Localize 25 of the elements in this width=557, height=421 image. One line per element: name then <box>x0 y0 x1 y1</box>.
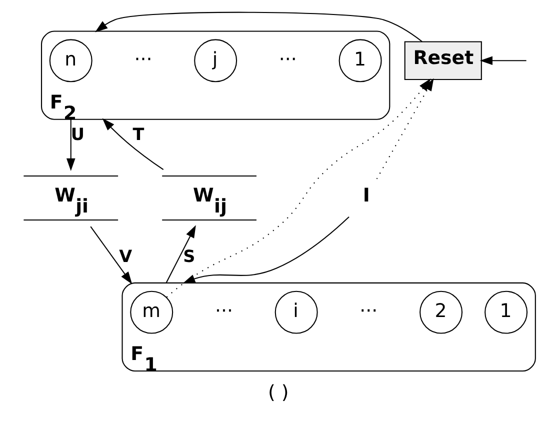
edge-label: T <box>132 124 144 144</box>
node-text: I <box>362 184 370 207</box>
edge-label: S <box>183 246 196 266</box>
arrow <box>66 119 76 171</box>
node-circle: 1 <box>484 290 528 334</box>
arrow <box>102 118 164 170</box>
label: ··· <box>360 300 378 322</box>
arrow <box>480 56 526 66</box>
node-circle: i <box>274 290 318 334</box>
label: ··· <box>214 300 233 322</box>
arrow <box>95 12 422 42</box>
node-circle: n <box>49 39 92 82</box>
node-circle: m <box>130 290 174 334</box>
node-box: Reset <box>404 41 482 80</box>
label: ··· <box>278 48 297 70</box>
edge-label: V <box>119 246 132 266</box>
arrow <box>90 226 132 284</box>
node-circle: 2 <box>420 290 463 334</box>
node-circle: j <box>194 39 238 82</box>
node-circle: 1 <box>338 39 382 82</box>
label: ··· <box>134 48 152 70</box>
arrow <box>166 225 196 284</box>
caption: ( ) <box>268 382 289 404</box>
arrow <box>182 216 350 284</box>
edge-label: U <box>70 124 84 144</box>
